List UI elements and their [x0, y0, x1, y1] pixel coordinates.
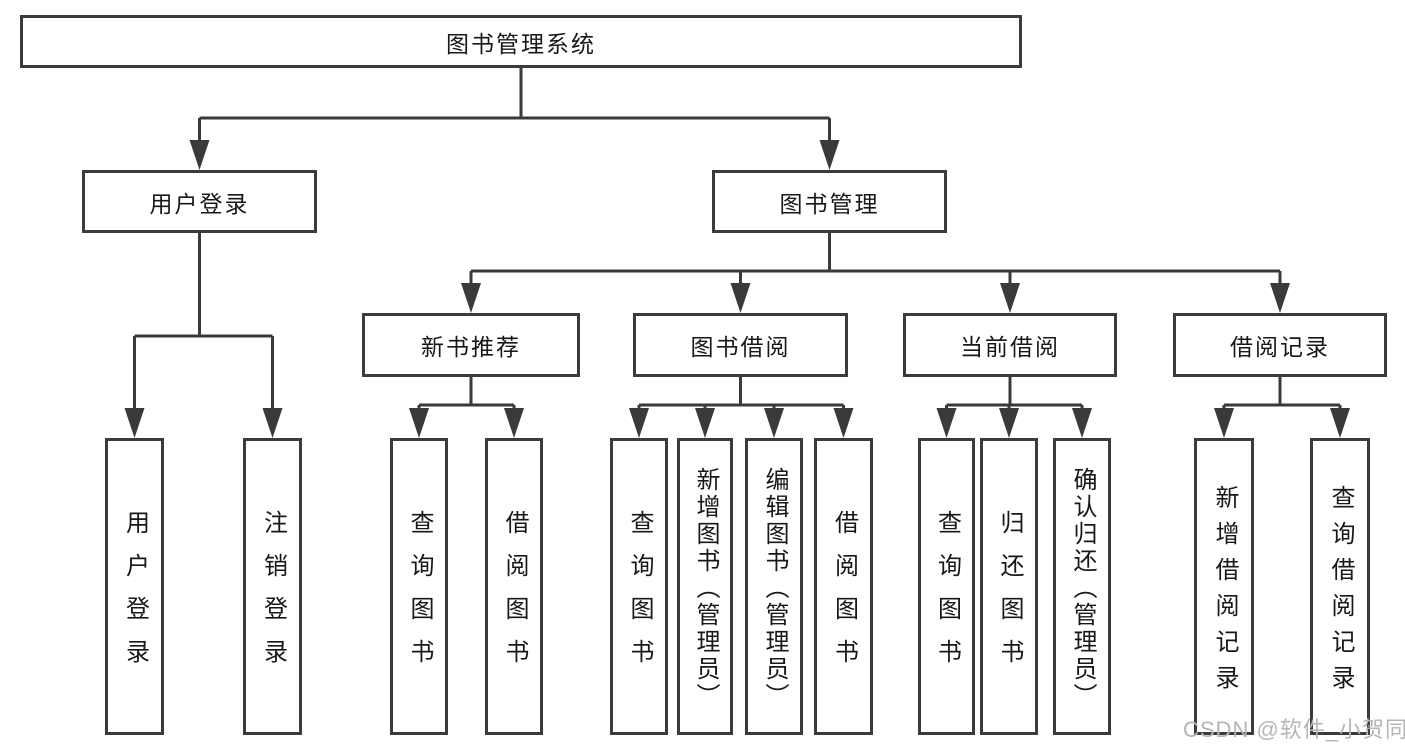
leaf-query-books-1: 查询图书 [390, 438, 448, 735]
node-current-borrow: 当前借阅 [903, 313, 1117, 377]
node-user-login-label: 用户登录 [149, 190, 250, 217]
leaf-borrow-books-2: 借阅图书 [814, 438, 873, 735]
node-borrow-record: 借阅记录 [1173, 313, 1387, 377]
node-new-book-rec-label: 新书推荐 [421, 334, 521, 360]
node-current-borrow-label: 当前借阅 [960, 334, 1060, 360]
leaf-user-login: 用户登录 [105, 438, 164, 735]
leaf-query-books-2: 查询图书 [610, 438, 668, 735]
leaf-add-books-admin: 新增图书（管理员） [677, 438, 733, 735]
csdn-watermark: CSDN @软件_小贺同学 [1183, 717, 1405, 742]
leaf-add-borrow-record: 新增借阅记录 [1194, 438, 1254, 735]
leaf-return-books: 归还图书 [980, 438, 1038, 735]
leaf-borrow-books-1: 借阅图书 [485, 438, 543, 735]
leaf-query-borrow-record: 查询借阅记录 [1310, 438, 1370, 735]
node-book-mgmt: 图书管理 [712, 170, 947, 233]
node-root-label: 图书管理系统 [446, 30, 596, 57]
leaf-query-books-3: 查询图书 [918, 438, 975, 735]
node-book-borrow: 图书借阅 [633, 313, 848, 377]
node-root: 图书管理系统 [20, 15, 1022, 68]
leaf-edit-books-admin: 编辑图书（管理员） [745, 438, 803, 735]
node-new-book-rec: 新书推荐 [362, 313, 580, 377]
node-book-borrow-label: 图书借阅 [690, 334, 791, 360]
node-borrow-record-label: 借阅记录 [1230, 334, 1330, 360]
node-book-mgmt-label: 图书管理 [779, 190, 880, 217]
leaf-confirm-return-admin: 确认归还（管理员） [1053, 438, 1111, 735]
arrowheads [124, 140, 1350, 438]
leaf-logout: 注销登录 [243, 438, 302, 735]
node-user-login: 用户登录 [82, 170, 317, 233]
